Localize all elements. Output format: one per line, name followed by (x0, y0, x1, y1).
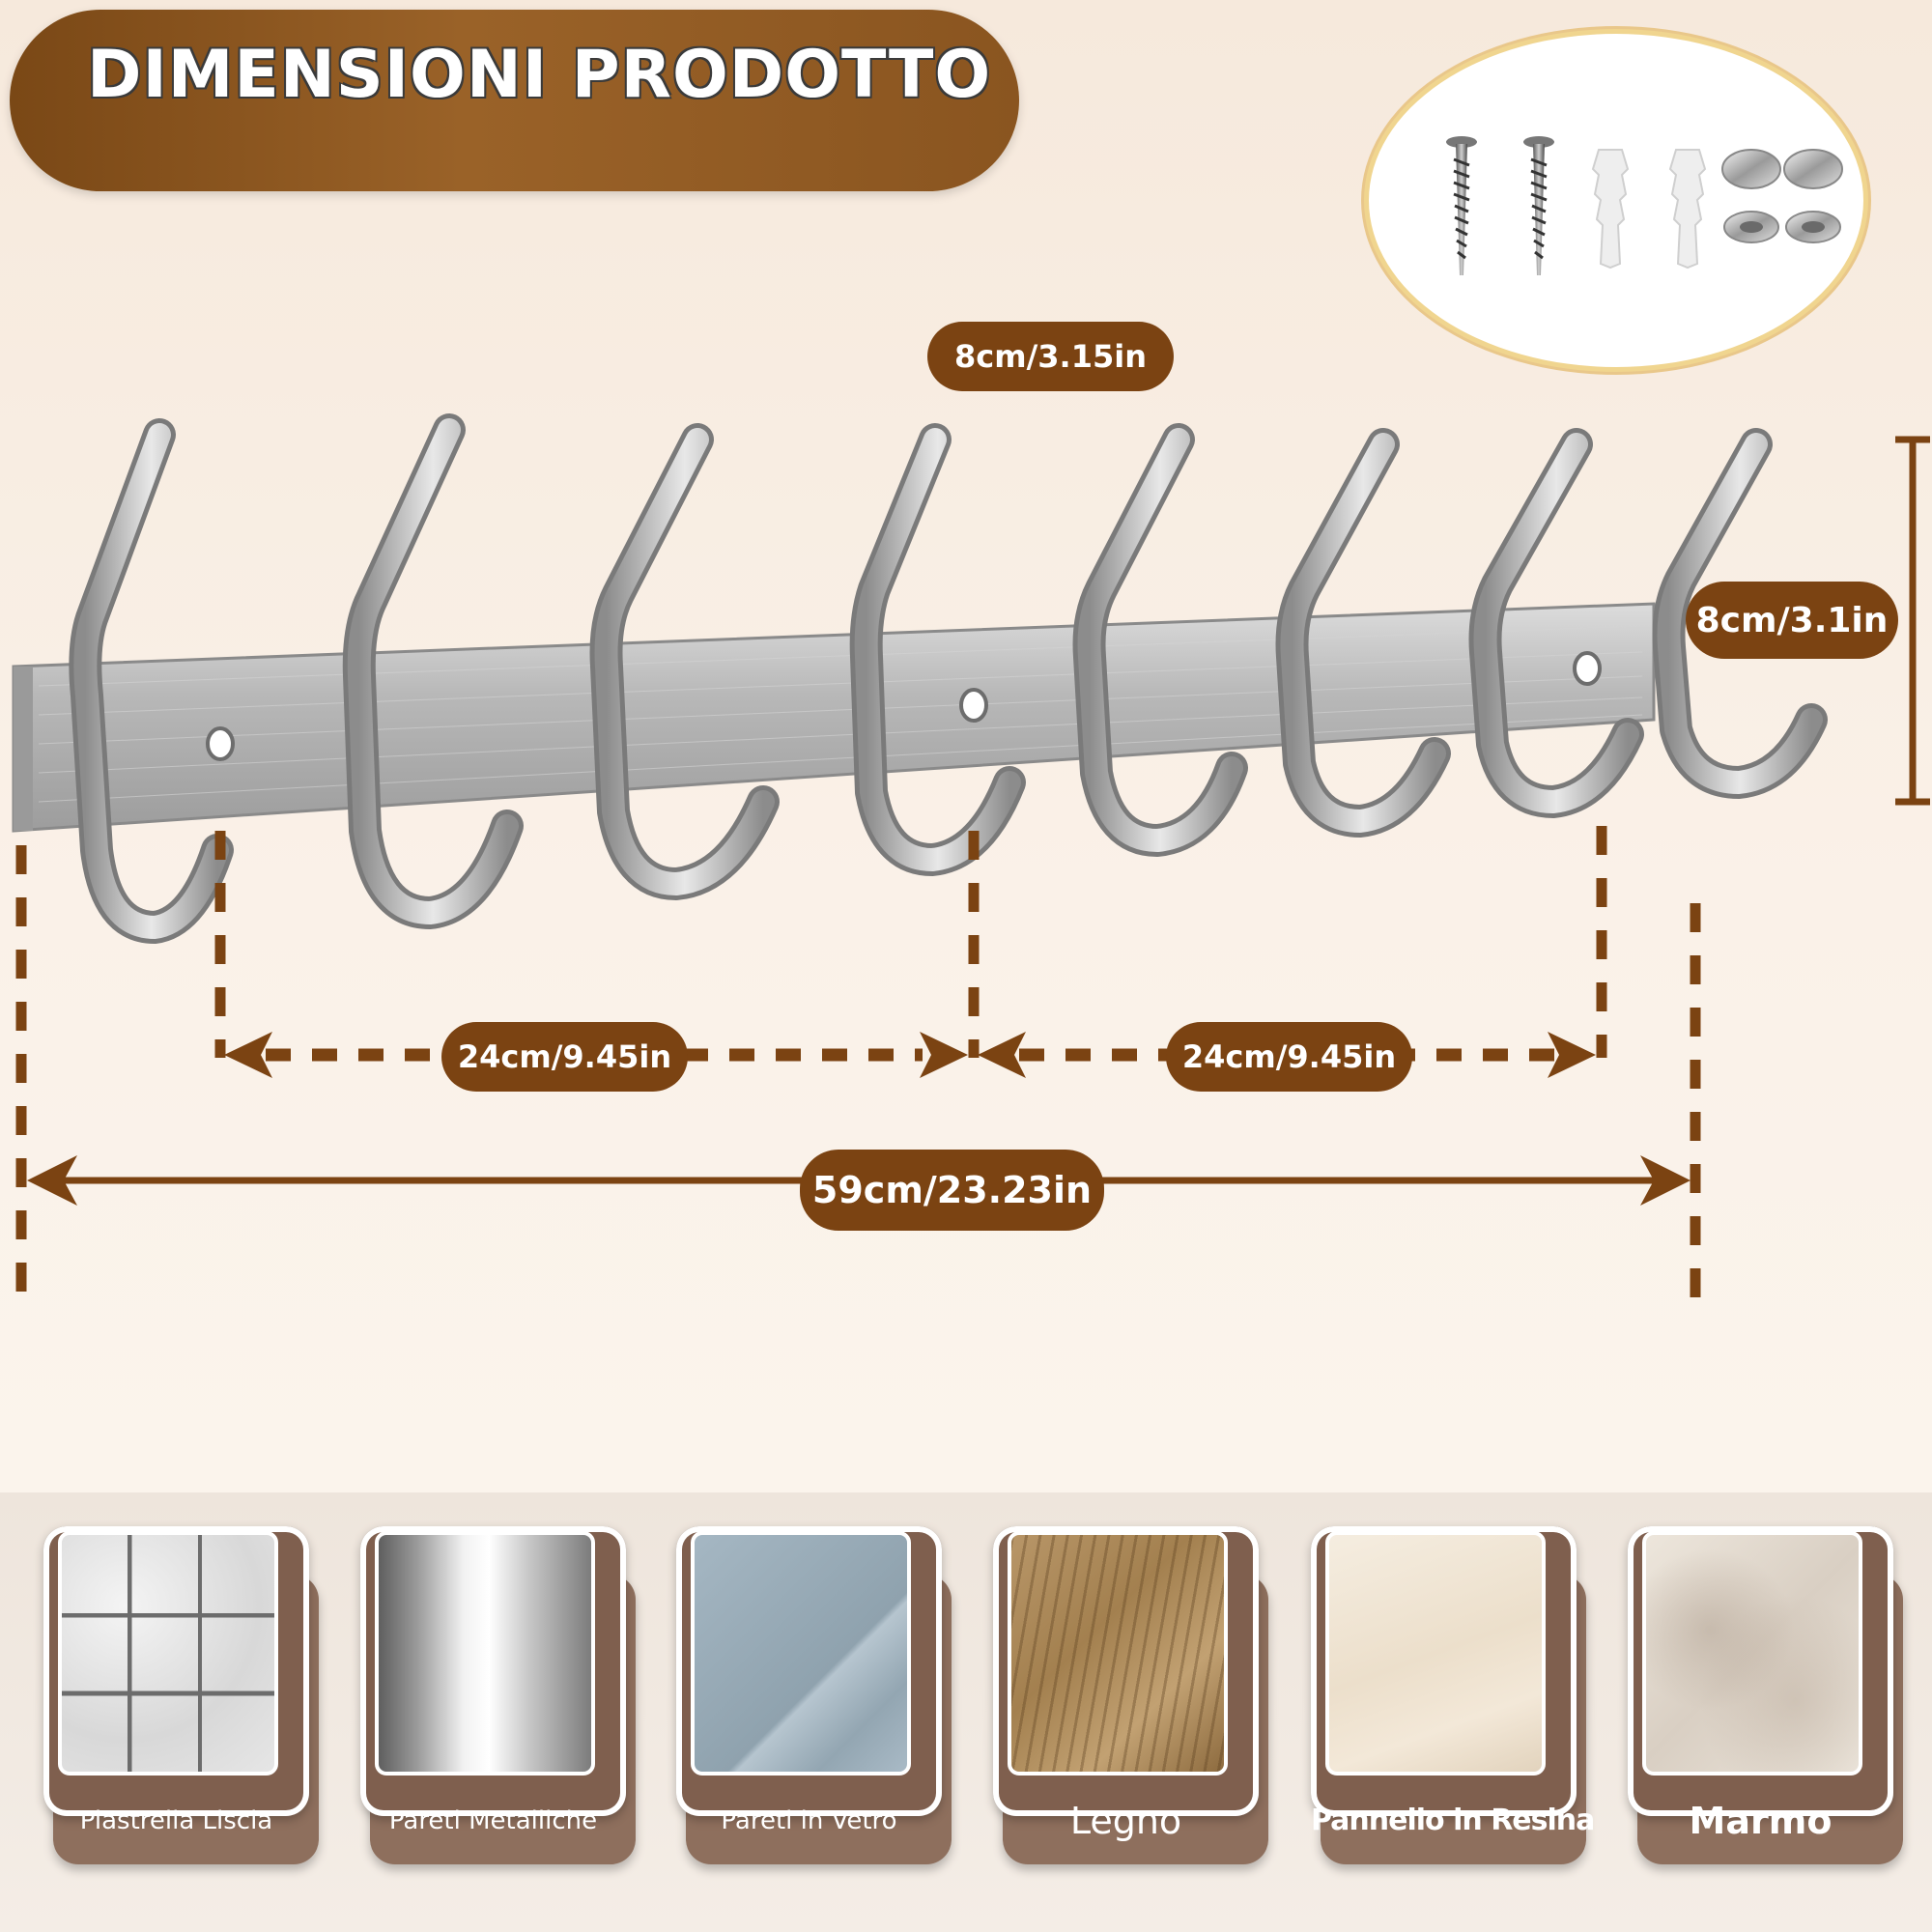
accessories-illustration (1446, 136, 1843, 275)
cover-cap-icon (1721, 149, 1843, 189)
hole-spacing-left-label: 24cm/9.45in (441, 1022, 688, 1092)
mounting-hole (1573, 651, 1602, 686)
hole-spacing-right-label: 24cm/9.45in (1166, 1022, 1412, 1092)
mounting-hole (206, 726, 235, 761)
material-card-glass: Pareti in Vetro (676, 1526, 956, 1874)
tile-swatch (58, 1531, 278, 1776)
hook (1652, 428, 1828, 799)
hole-spacing-right-arrow (978, 1032, 1596, 1078)
hook (69, 418, 234, 944)
glass-swatch (691, 1531, 911, 1776)
wall-plug-icon (1591, 149, 1630, 270)
wood-swatch (1008, 1531, 1228, 1776)
total-length-label: 59cm/23.23in (800, 1150, 1104, 1231)
material-card-resin: Pannello in Resina (1311, 1526, 1595, 1874)
mounting-hole (959, 688, 988, 723)
metal-swatch (375, 1531, 595, 1776)
material-card-marble: Marmo (1628, 1526, 1908, 1874)
hook-spacing-label: 8cm/3.15in (927, 322, 1174, 391)
wall-plug-icon (1668, 149, 1707, 270)
hook (589, 423, 780, 900)
material-label: Pannello in Resina (1311, 1804, 1595, 1837)
title-banner: DIMENSIONI PRODOTTO (10, 10, 1019, 191)
height-dimension-line (1895, 436, 1930, 806)
hook (1468, 428, 1644, 818)
material-card-tile: Piastrella Liscia (43, 1526, 324, 1874)
resin-swatch (1325, 1531, 1546, 1776)
guide-lines (15, 826, 1701, 1299)
rack-bar (12, 602, 1656, 833)
hook (1072, 423, 1248, 857)
hook-rack-illustration (12, 413, 1930, 1299)
washer-icon (1723, 211, 1841, 243)
marble-swatch (1642, 1531, 1862, 1776)
material-label: Marmo (1689, 1800, 1833, 1842)
material-label: Pareti in Vetro (721, 1806, 897, 1835)
accessories-panel (1364, 29, 1868, 372)
hook (342, 413, 524, 929)
screw-icon (1446, 136, 1477, 275)
material-label: Piastrella Liscia (79, 1806, 273, 1835)
screw-icon (1523, 136, 1554, 275)
hook (1275, 428, 1451, 838)
height-label: 8cm/3.1in (1686, 582, 1898, 659)
page-title: DIMENSIONI PRODOTTO (87, 37, 992, 113)
material-label: Pareti Metalliche (388, 1806, 598, 1835)
material-label: Legno (1069, 1800, 1182, 1842)
background-bottom (0, 1492, 1932, 1932)
material-card-metal: Pareti Metalliche (360, 1526, 640, 1874)
material-card-wood: Legno (993, 1526, 1273, 1874)
